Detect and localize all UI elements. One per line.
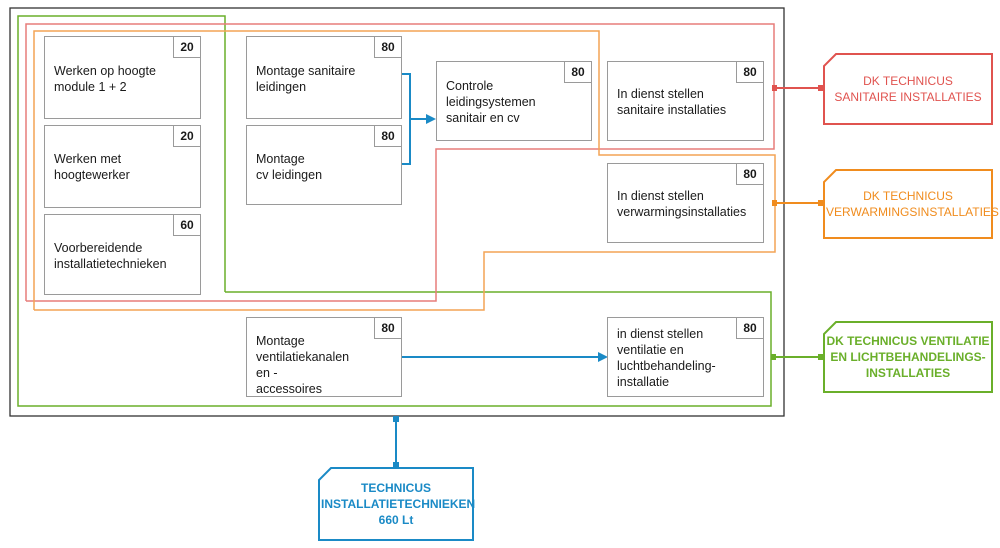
module-label: In dienst stellen sanitaire installaties [617, 87, 727, 117]
connector-sanitary-to-controle [402, 73, 426, 120]
module-hours: 80 [374, 126, 401, 147]
connector-dot [393, 462, 399, 468]
module-hours: 20 [173, 37, 200, 58]
arrow-head-ventilation [598, 352, 608, 362]
orange-heating-outline [33, 30, 776, 311]
dk-verwarming-badge: DK TECHNICUS VERWARMINGSINSTALLATIES [826, 189, 999, 219]
module-hours: 80 [736, 62, 763, 83]
connector-dot [772, 85, 777, 91]
module-dienst-sanitaire: 80 In dienst stellen sanitaire installat… [607, 61, 764, 141]
module-hours: 80 [736, 318, 763, 339]
module-werken-met-hoogtewerker: 20 Werken met hoogtewerker [44, 125, 201, 208]
dk-ventilatie-badge: DK TECHNICUS VENTILATIE EN LICHTBEHANDEL… [826, 334, 990, 380]
connector-dot [818, 85, 823, 91]
module-voorbereidende: 60 Voorbereidende installatietechnieken [44, 214, 201, 295]
module-montage-ventilatie: 80 Montage ventilatiekanalen en - access… [246, 317, 402, 397]
module-hours: 60 [173, 215, 200, 236]
module-hours: 20 [173, 126, 200, 147]
module-werken-op-hoogte: 20 Werken op hoogte module 1 + 2 [44, 36, 201, 119]
module-label: Voorbereidende installatietechnieken [54, 241, 167, 271]
module-label: Controle leidingsystemen sanitair en cv [446, 79, 536, 125]
connector-dot [818, 354, 823, 360]
green-ventilation-outline [17, 15, 772, 407]
dk-ventilatie-badge-shape [823, 321, 993, 393]
module-label: Werken met hoogtewerker [54, 152, 130, 182]
module-dienst-verwarming: 80 In dienst stellen verwarmingsinstalla… [607, 163, 764, 243]
dk-sanitaire-badge-shape [823, 53, 993, 125]
module-label: In dienst stellen verwarmingsinstallatie… [617, 189, 747, 219]
module-dienst-ventilatie: 80 in dienst stellen ventilatie en lucht… [607, 317, 764, 397]
connector-dot [771, 354, 776, 360]
connector-dot [772, 200, 777, 206]
connector-cv-to-controle [402, 119, 411, 165]
arrow-head-controle [426, 114, 436, 124]
dk-sanitaire-badge: DK TECHNICUS SANITAIRE INSTALLATIES [834, 74, 982, 104]
connector-dot [393, 416, 399, 422]
module-hours: 80 [374, 37, 401, 58]
module-label: in dienst stellen ventilatie en luchtbeh… [617, 327, 716, 389]
module-label: Montage ventilatiekanalen en - accessoir… [256, 334, 350, 396]
module-label: Werken op hoogte module 1 + 2 [54, 64, 156, 94]
technicus-badge: TECHNICUS INSTALLATIETECHNIEKEN 660 Lt [321, 481, 476, 527]
module-hours: 80 [564, 62, 591, 83]
module-controle: 80 Controle leidingsystemen sanitair en … [436, 61, 592, 141]
module-label: Montage cv leidingen [256, 152, 323, 182]
module-label: Montage sanitaire leidingen [256, 64, 356, 94]
red-sanitary-outline [25, 23, 775, 302]
module-montage-sanitaire: 80 Montage sanitaire leidingen [246, 36, 402, 119]
module-hours: 80 [374, 318, 401, 339]
module-hours: 80 [736, 164, 763, 185]
connector-dot [818, 200, 823, 206]
dk-verwarming-badge-shape [823, 169, 993, 239]
technicus-badge-shape [318, 467, 474, 541]
module-montage-cv: 80 Montage cv leidingen [246, 125, 402, 205]
